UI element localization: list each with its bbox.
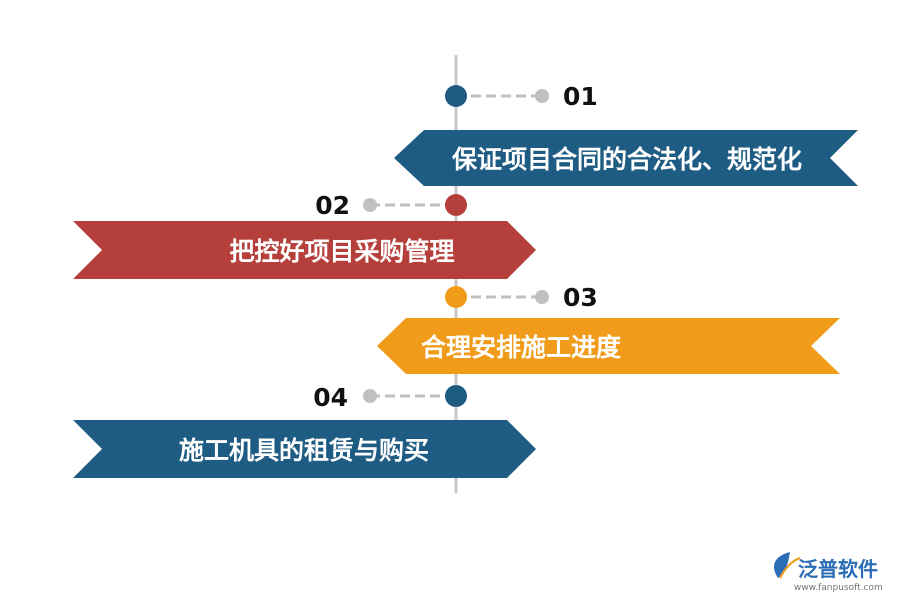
leaf-icon [774, 552, 801, 579]
timeline-step-2: 02 把控好项目采购管理 [73, 191, 536, 279]
step-3-label: 合理安排施工进度 [421, 333, 621, 362]
step-3-banner [377, 318, 840, 374]
step-4-node [445, 385, 467, 407]
step-2-label: 把控好项目采购管理 [229, 237, 454, 266]
step-1-banner [394, 130, 858, 186]
step-2-node [445, 194, 467, 216]
step-2-banner [73, 221, 536, 279]
step-3-end-dot [535, 290, 549, 304]
step-2-end-dot [363, 198, 377, 212]
timeline-step-1: 01 保证项目合同的合法化、规范化 [394, 82, 858, 186]
step-1-node [445, 85, 467, 107]
logo-name: 泛普软件 [798, 557, 878, 581]
step-4-banner [73, 420, 536, 478]
step-3-number: 03 [563, 283, 598, 312]
step-3-node [445, 286, 467, 308]
step-4-label: 施工机具的租赁与购买 [179, 436, 429, 465]
timeline-step-3: 03 合理安排施工进度 [377, 283, 840, 374]
step-4-number: 04 [313, 383, 348, 412]
logo-url: www.fanpusoft.com [794, 583, 883, 593]
step-1-number: 01 [563, 82, 598, 111]
step-1-label: 保证项目合同的合法化、规范化 [451, 145, 802, 174]
step-2-number: 02 [315, 191, 350, 220]
step-1-end-dot [535, 89, 549, 103]
brand-logo: 泛普软件 www.fanpusoft.com [774, 552, 883, 593]
step-4-end-dot [363, 389, 377, 403]
timeline-step-4: 04 施工机具的租赁与购买 [73, 383, 536, 478]
